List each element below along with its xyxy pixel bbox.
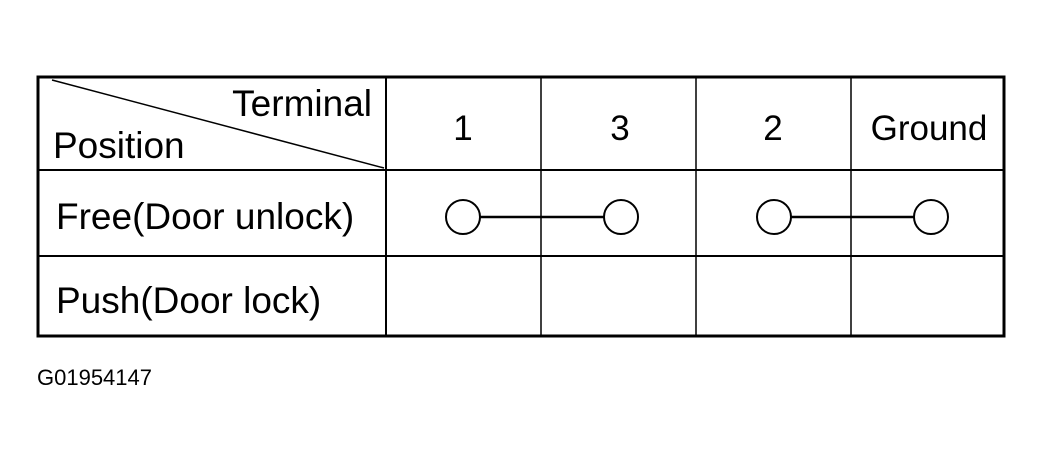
continuity-node-circle xyxy=(445,199,481,235)
corner-diagonal xyxy=(51,79,385,169)
continuity-node-circle xyxy=(603,199,639,235)
figure-id: G01954147 xyxy=(37,365,152,390)
row-label-free: Free(Door unlock) xyxy=(56,196,354,237)
row-label-push: Push(Door lock) xyxy=(56,280,321,321)
continuity-node-circle xyxy=(913,199,949,235)
terminal-header-ground: Ground xyxy=(871,109,988,148)
continuity-node-circle xyxy=(756,199,792,235)
corner-label-position: Position xyxy=(53,125,185,166)
terminal-header-3: 3 xyxy=(610,109,629,148)
corner-label-terminal: Terminal xyxy=(232,83,372,124)
terminal-header-2: 2 xyxy=(763,109,782,148)
continuity-connections xyxy=(445,199,949,235)
terminal-header-1: 1 xyxy=(453,109,472,148)
table-frame xyxy=(36,75,1006,338)
